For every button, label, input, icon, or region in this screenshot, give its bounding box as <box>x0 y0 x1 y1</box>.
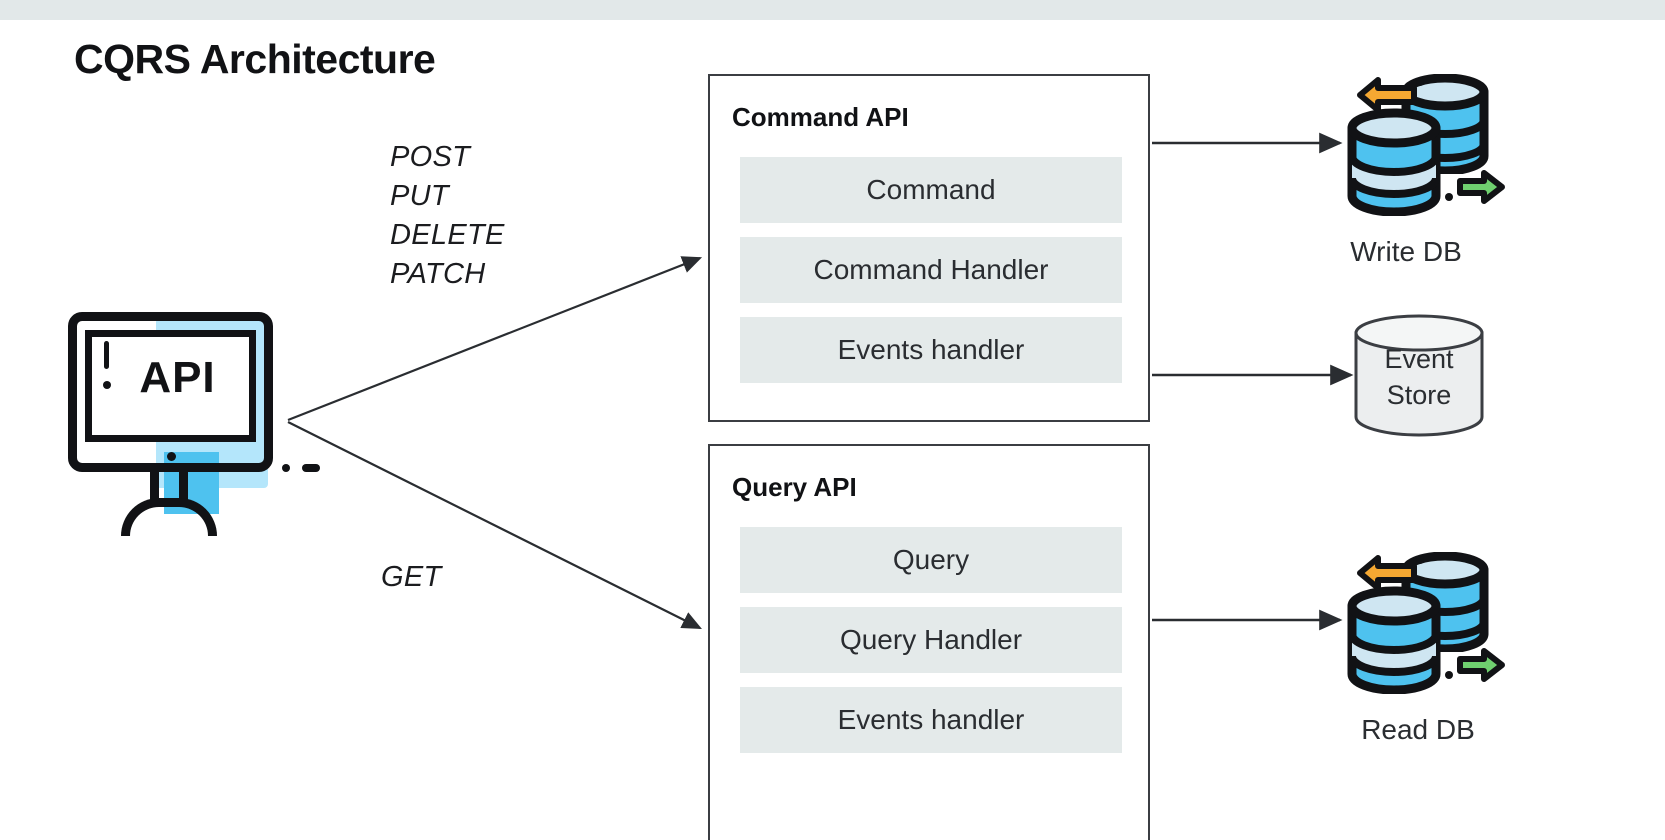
panel-query-api-row-events-handler[interactable]: Events handler <box>740 687 1122 753</box>
verb-patch: PATCH <box>390 258 486 290</box>
arrow-right-green-icon <box>1444 645 1508 690</box>
write-verbs-label: POST PUT DELETE PATCH <box>390 138 505 294</box>
panel-command-api-title: Command API <box>732 102 909 132</box>
panel-query-api-row-query-handler[interactable]: Query Handler <box>740 607 1122 673</box>
event-store-label-line1: Event <box>1384 344 1454 374</box>
database-stack-icon-write <box>1338 72 1505 222</box>
monitor-screen: API <box>85 330 256 442</box>
monitor-small-dot <box>103 381 111 389</box>
database-stack-icon-read <box>1338 550 1505 700</box>
read-verbs-label: GET <box>381 558 442 597</box>
verb-delete: DELETE <box>390 219 505 251</box>
panel-query-api[interactable]: Query API Query Query Handler Events han… <box>708 444 1150 840</box>
monitor-side-dot <box>282 464 290 472</box>
verb-get: GET <box>381 561 442 593</box>
panel-command-api[interactable]: Command API Command Command Handler Even… <box>708 74 1150 422</box>
monitor-power-dot <box>167 452 176 461</box>
monitor-api-icon: API <box>68 312 320 536</box>
verb-put: PUT <box>390 180 449 212</box>
database-cylinder-front <box>1346 108 1442 216</box>
arrow-left-orange-icon <box>1356 74 1426 121</box>
monitor-frame <box>68 312 273 472</box>
monitor-screen-label: API <box>139 353 216 402</box>
panel-query-api-row-query[interactable]: Query <box>740 527 1122 593</box>
monitor-neck <box>150 472 188 502</box>
panel-query-api-title: Query API <box>732 472 857 502</box>
write-db-label: Write DB <box>1350 236 1462 267</box>
database-cylinder-front <box>1346 586 1442 694</box>
panel-command-api-row-command-handler[interactable]: Command Handler <box>740 237 1122 303</box>
top-strip <box>0 0 1665 20</box>
monitor-side-dash <box>302 464 320 472</box>
page-title: CQRS Architecture <box>74 36 436 82</box>
panel-command-api-row-events-handler[interactable]: Events handler <box>740 317 1122 383</box>
arrow-left-orange-icon <box>1356 552 1426 599</box>
link-client-to-query-api <box>287 421 702 629</box>
read-db-label: Read DB <box>1361 714 1475 745</box>
cylinder-icon-event-store: Event Store <box>1353 313 1485 437</box>
verb-post: POST <box>390 141 471 173</box>
panel-command-api-row-command[interactable]: Command <box>740 157 1122 223</box>
event-store-label: Event Store <box>1353 341 1485 413</box>
arrow-right-green-icon <box>1444 167 1508 212</box>
monitor-tick-mark <box>104 341 109 369</box>
event-store-label-line2: Store <box>1386 380 1452 410</box>
